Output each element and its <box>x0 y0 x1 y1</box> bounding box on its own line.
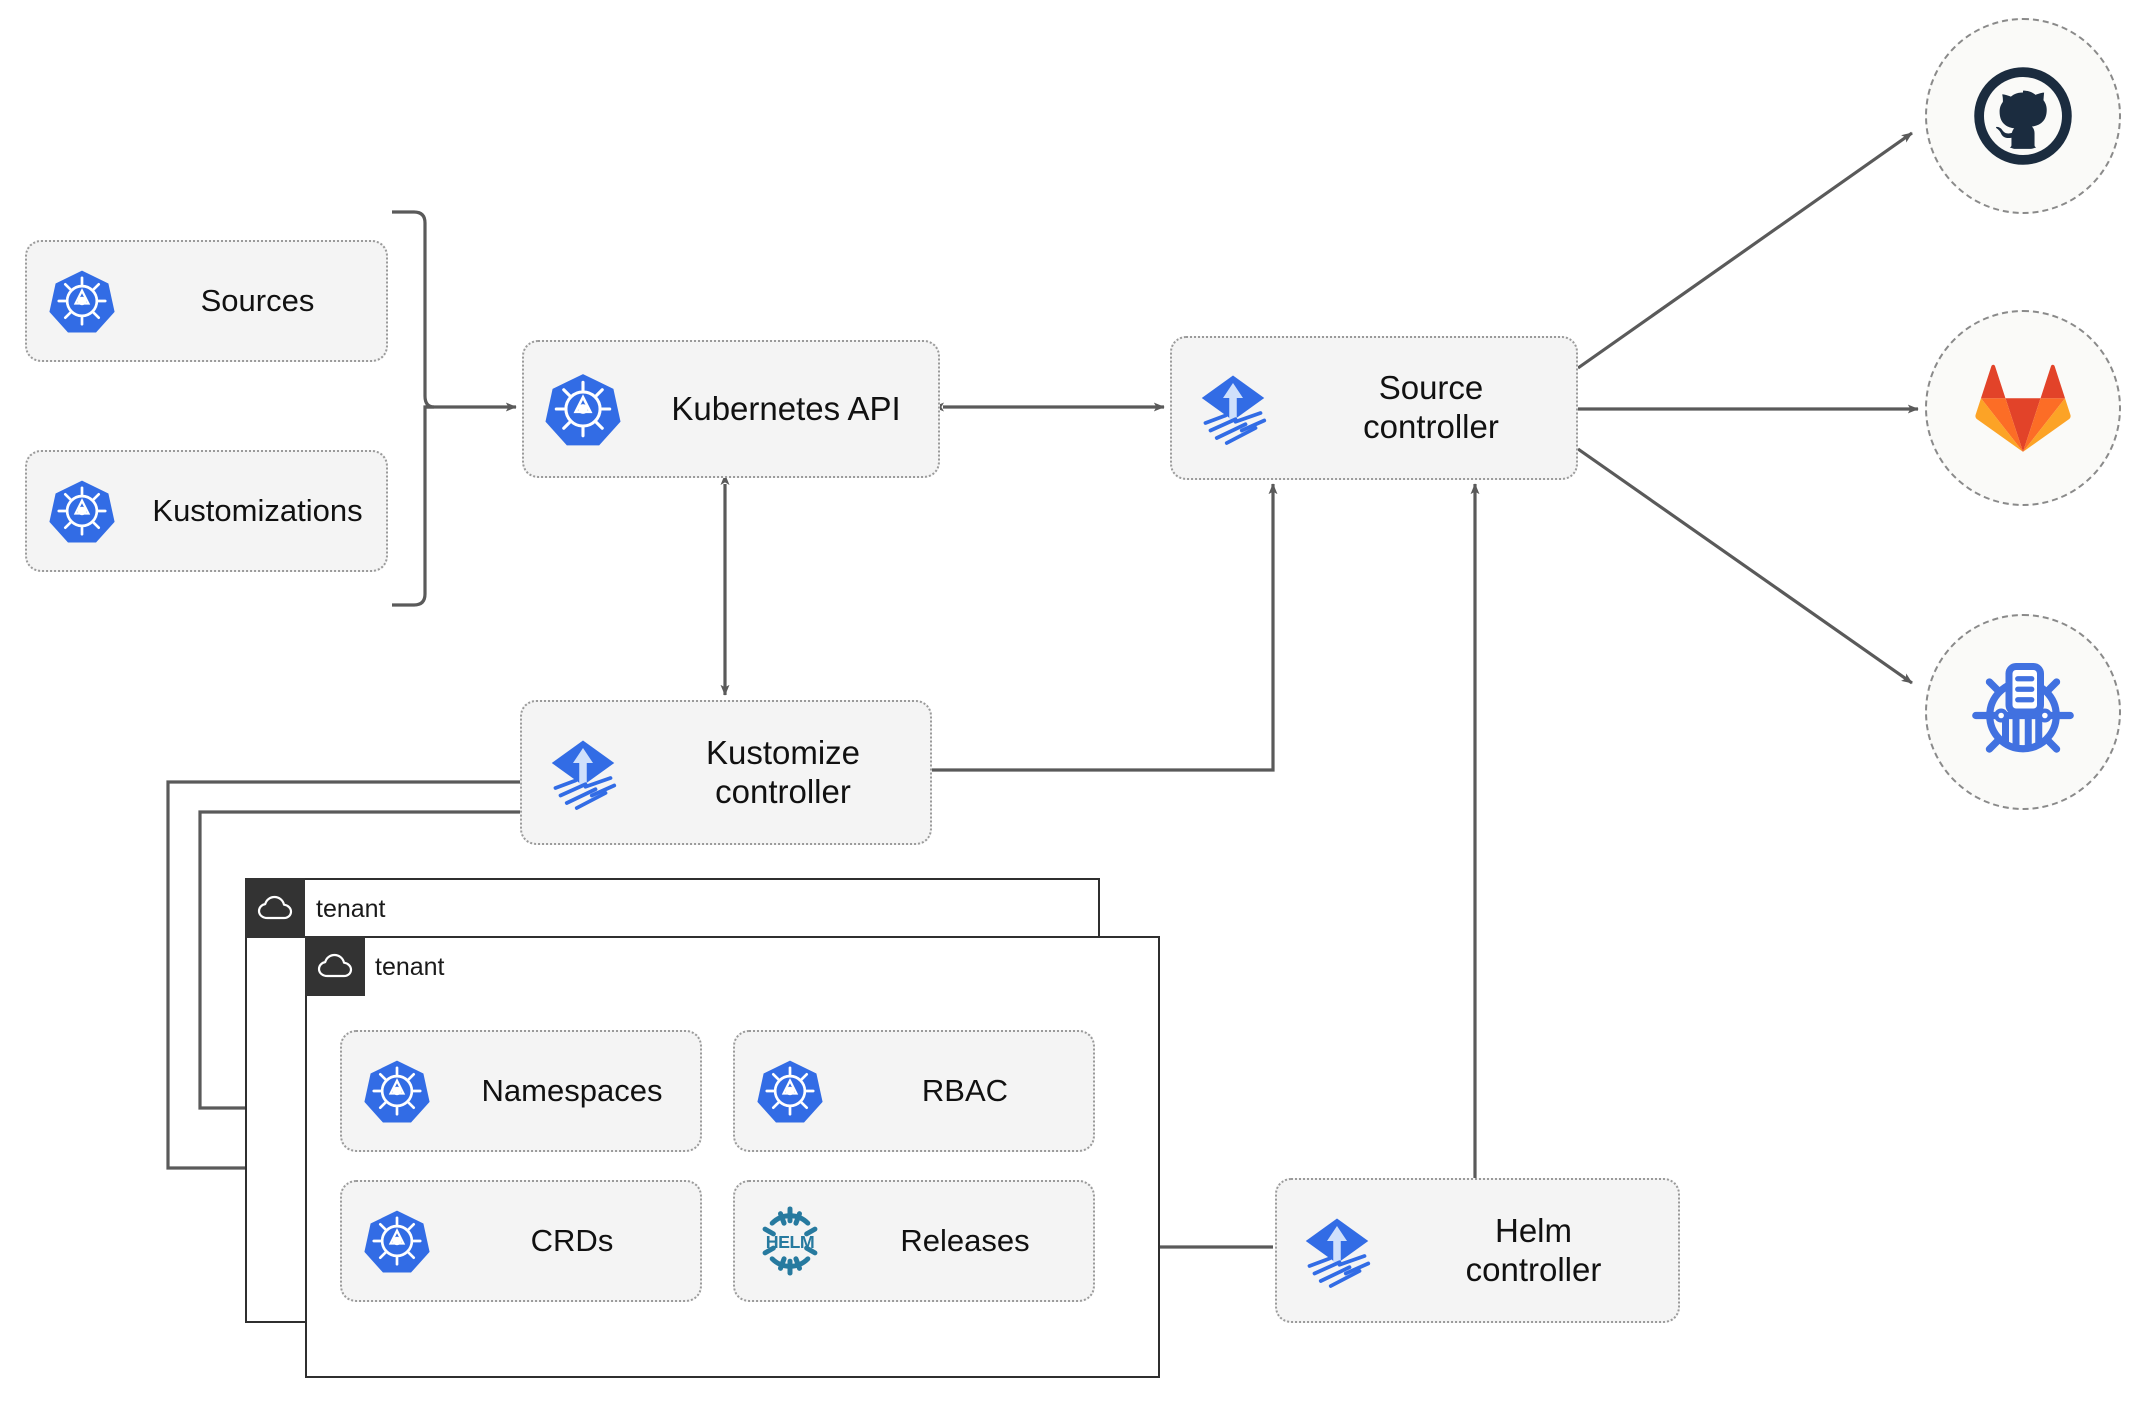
node-source-controller[interactable]: Source controller <box>1170 336 1578 480</box>
cloud-icon <box>245 878 305 938</box>
provider-gitlab[interactable] <box>1925 310 2121 506</box>
node-kubernetes-api-label: Kubernetes API <box>671 389 901 427</box>
node-kustomizations[interactable]: Kustomizations <box>25 450 388 572</box>
flux-icon <box>522 702 644 843</box>
helm-repository-icon <box>1972 663 2074 753</box>
kubernetes-icon <box>342 1182 452 1300</box>
provider-helm-repository[interactable] <box>1925 614 2121 810</box>
node-sources-label: Sources <box>200 282 315 318</box>
node-crds-label: CRDs <box>530 1222 614 1258</box>
provider-github[interactable] <box>1925 18 2121 214</box>
svg-text:HELM: HELM <box>766 1232 815 1252</box>
kubernetes-icon <box>342 1032 452 1150</box>
edge-kustomize-to-source-controller <box>932 483 1278 772</box>
tenant-box-front[interactable] <box>305 936 1160 1378</box>
node-crds[interactable]: CRDs <box>340 1180 702 1302</box>
edge-source-controller-to-helm-repository <box>1577 447 1913 685</box>
node-namespaces-label: Namespaces <box>481 1072 663 1108</box>
node-kustomizations-label: Kustomizations <box>152 492 363 528</box>
github-icon <box>1974 67 2072 165</box>
node-releases-label: Releases <box>900 1222 1030 1258</box>
helm-icon: HELM <box>735 1182 845 1300</box>
cloud-icon <box>305 936 365 996</box>
tenant-label-back: tenant <box>316 895 386 923</box>
flux-icon <box>1172 338 1294 478</box>
node-helm-controller[interactable]: Helm controller <box>1275 1178 1680 1323</box>
flux-icon <box>1277 1180 1397 1321</box>
node-namespaces[interactable]: Namespaces <box>340 1030 702 1152</box>
node-kustomize-controller[interactable]: Kustomize controller <box>520 700 932 845</box>
node-rbac[interactable]: RBAC <box>733 1030 1095 1152</box>
kubernetes-icon <box>524 342 642 476</box>
edge-source-controller-to-github <box>1577 131 1913 370</box>
node-helm-controller-label: Helm controller <box>1465 1211 1602 1288</box>
node-sources[interactable]: Sources <box>25 240 388 362</box>
tenant-label-front: tenant <box>375 953 445 981</box>
gitlab-icon <box>1975 364 2071 452</box>
kubernetes-icon <box>27 242 137 360</box>
node-kubernetes-api[interactable]: Kubernetes API <box>522 340 940 478</box>
node-kustomize-controller-label: Kustomize controller <box>705 733 861 810</box>
node-source-controller-label: Source controller <box>1363 369 1499 445</box>
tenant-tab-front <box>305 936 365 996</box>
kubernetes-icon <box>735 1032 845 1150</box>
tenant-tab-back <box>245 878 305 938</box>
node-rbac-label: RBAC <box>921 1072 1009 1108</box>
edge-resource-bracket <box>392 210 435 607</box>
node-releases[interactable]: HELM Releases <box>733 1180 1095 1302</box>
kubernetes-icon <box>27 452 137 570</box>
